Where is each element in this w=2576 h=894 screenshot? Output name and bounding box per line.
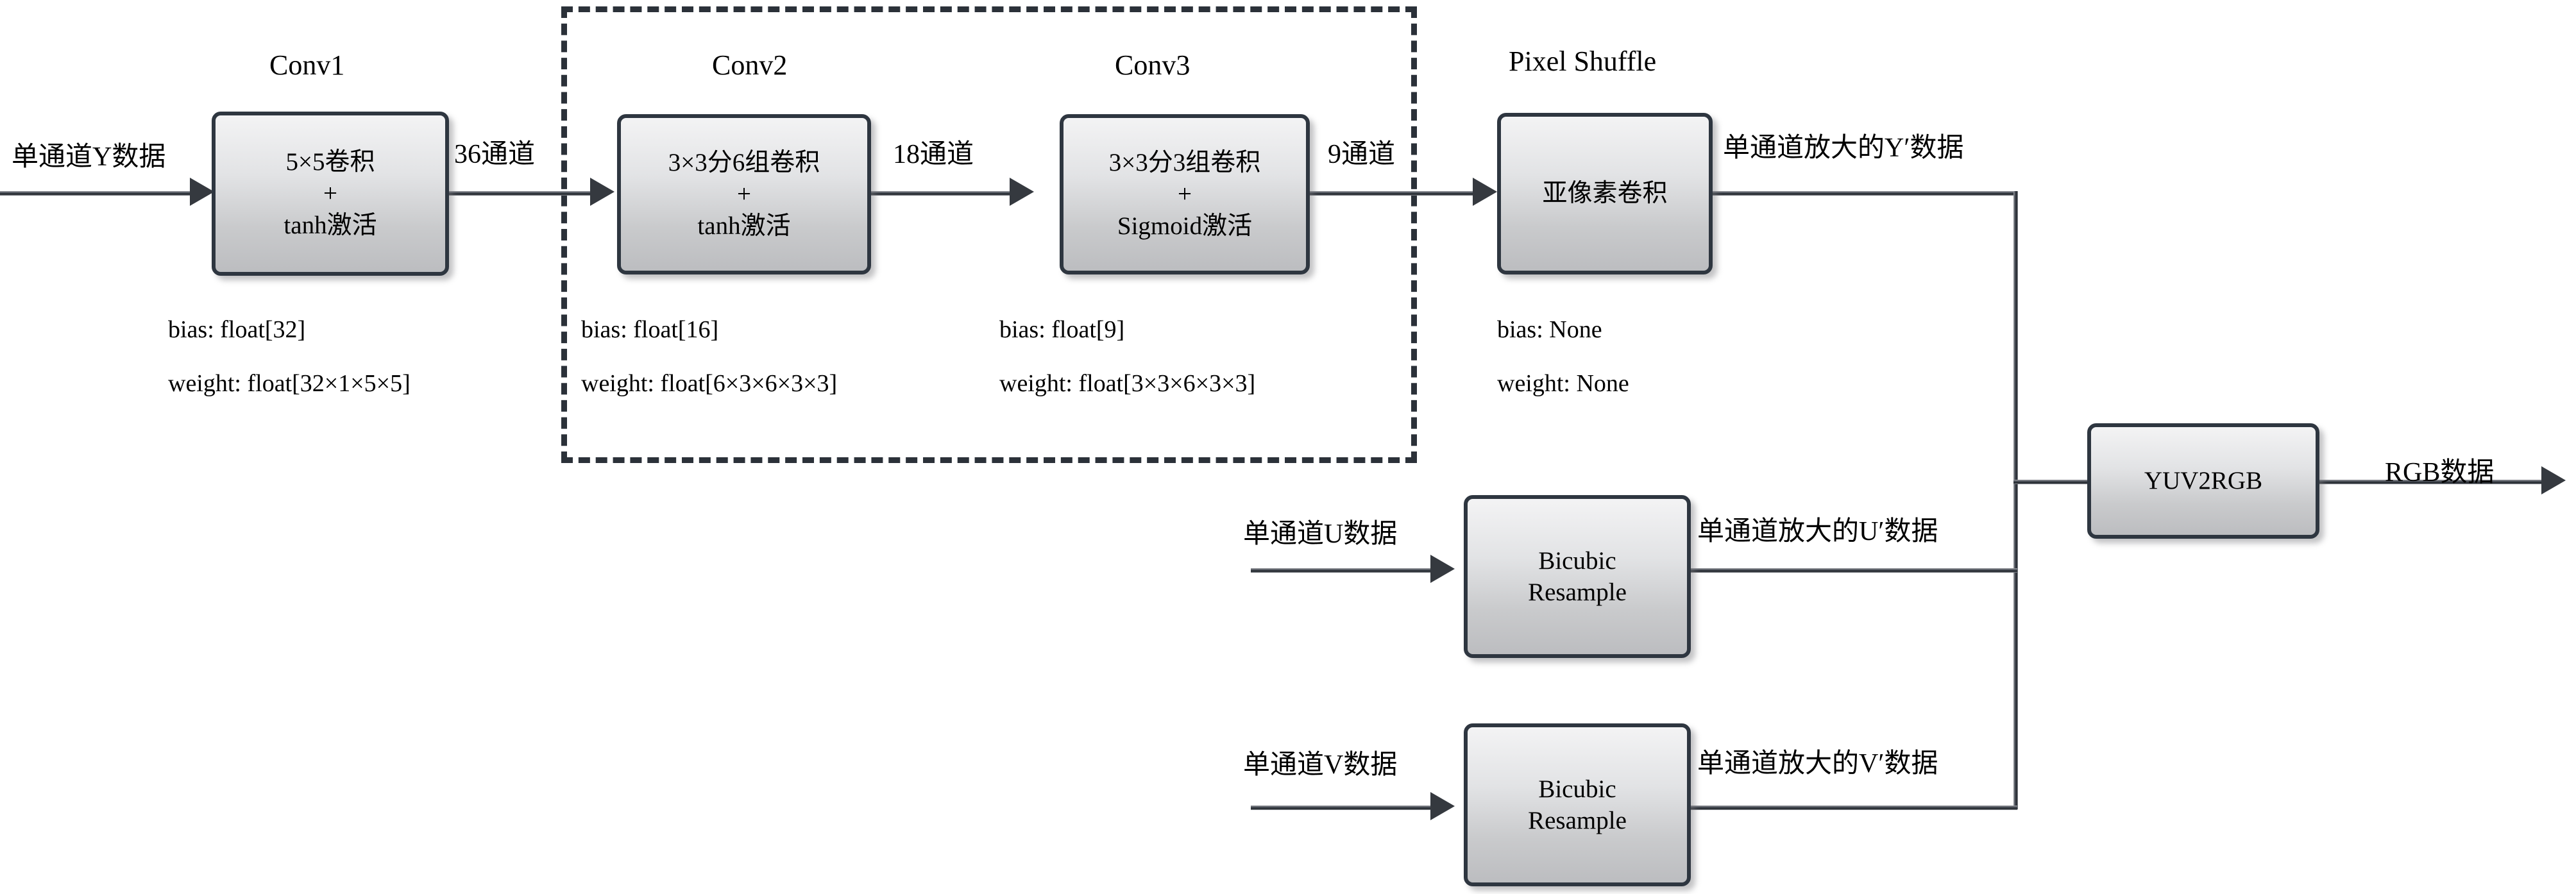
- node-bicubic-v[interactable]: Bicubic Resample: [1464, 723, 1691, 886]
- arrow-output-rgb: [2541, 466, 2566, 494]
- annotation-conv1-bias: bias: float[32]: [168, 316, 306, 343]
- annotation-conv1-weight: weight: float[32×1×5×5]: [168, 370, 411, 397]
- pixel-shuffle-title: Pixel Shuffle: [1509, 46, 1657, 77]
- conv1-title: Conv1: [269, 49, 345, 81]
- edge-input-u: [1251, 568, 1443, 573]
- node-conv2[interactable]: 3×3分6组卷积 + tanh激活: [617, 114, 871, 274]
- edge-label-conv2-out: 18通道: [893, 140, 974, 169]
- node-yuv2rgb[interactable]: YUV2RGB: [2087, 423, 2319, 539]
- annotation-conv2-bias: bias: float[16]: [581, 316, 719, 343]
- edge-conv2-to-conv3: [871, 191, 1020, 196]
- merge-rail-vertical: [2013, 191, 2018, 809]
- edge-label-bicubic-v-out: 单通道放大的V′数据: [1697, 749, 1938, 779]
- arrow-into-bicubic-u: [1430, 555, 1455, 583]
- edge-bicubic-v-to-merge: [1689, 805, 2017, 810]
- edge-conv3-to-pixelshuffle: [1309, 191, 1483, 196]
- edge-conv1-to-conv2: [449, 191, 600, 196]
- edge-bicubic-u-to-merge: [1689, 568, 2017, 573]
- node-bicubic-u-label: Bicubic Resample: [1528, 546, 1627, 606]
- node-conv3-label: 3×3分3组卷积 + Sigmoid激活: [1108, 149, 1261, 240]
- annotation-pixelshuffle-bias: bias: None: [1497, 316, 1602, 343]
- edge-label-input-y: 单通道Y数据: [12, 142, 166, 172]
- annotation-conv3-weight: weight: float[3×3×6×3×3]: [999, 370, 1256, 397]
- edge-merge-to-yuv2rgb: [2013, 480, 2116, 484]
- node-conv3[interactable]: 3×3分3组卷积 + Sigmoid激活: [1060, 114, 1310, 274]
- conv3-title: Conv3: [1115, 49, 1191, 81]
- annotation-conv3-bias: bias: float[9]: [999, 316, 1125, 343]
- node-bicubic-v-label: Bicubic Resample: [1528, 775, 1627, 834]
- arrow-into-conv3: [1010, 178, 1034, 206]
- edge-input-v: [1251, 805, 1443, 810]
- node-conv1-label: 5×5卷积 + tanh激活: [284, 148, 377, 239]
- edge-input-y: [0, 191, 200, 196]
- annotation-conv2-weight: weight: float[6×3×6×3×3]: [581, 370, 838, 397]
- edge-label-conv3-out: 9通道: [1328, 140, 1396, 169]
- node-conv2-label: 3×3分6组卷积 + tanh激活: [668, 149, 820, 240]
- edge-yuv2rgb-to-output: [2317, 480, 2553, 484]
- edge-label-conv1-out: 36通道: [454, 140, 536, 169]
- edge-label-output-rgb: RGB数据: [2385, 458, 2495, 487]
- conv2-title: Conv2: [712, 49, 788, 81]
- edge-label-bicubic-u-out: 单通道放大的U′数据: [1697, 517, 1938, 546]
- node-yuv2rgb-label: YUV2RGB: [2144, 467, 2263, 495]
- arrow-into-bicubic-v: [1430, 792, 1455, 820]
- node-conv1[interactable]: 5×5卷积 + tanh激活: [212, 112, 449, 276]
- arrow-into-conv2: [590, 178, 614, 206]
- dashed-group-box: [561, 6, 1417, 463]
- edge-pixelshuffle-to-merge: [1711, 191, 2018, 196]
- node-pixel-shuffle[interactable]: 亚像素卷积: [1497, 113, 1713, 274]
- edge-label-pixelshuffle-out: 单通道放大的Y′数据: [1723, 133, 1964, 163]
- node-bicubic-u[interactable]: Bicubic Resample: [1464, 495, 1691, 658]
- node-pixel-shuffle-label: 亚像素卷积: [1542, 180, 1668, 208]
- edge-label-input-u: 单通道U数据: [1243, 519, 1398, 549]
- arrow-into-pixelshuffle: [1473, 178, 1497, 206]
- arrow-into-conv1: [190, 178, 214, 206]
- annotation-pixelshuffle-weight: weight: None: [1497, 370, 1629, 397]
- edge-label-input-v: 单通道V数据: [1243, 750, 1398, 780]
